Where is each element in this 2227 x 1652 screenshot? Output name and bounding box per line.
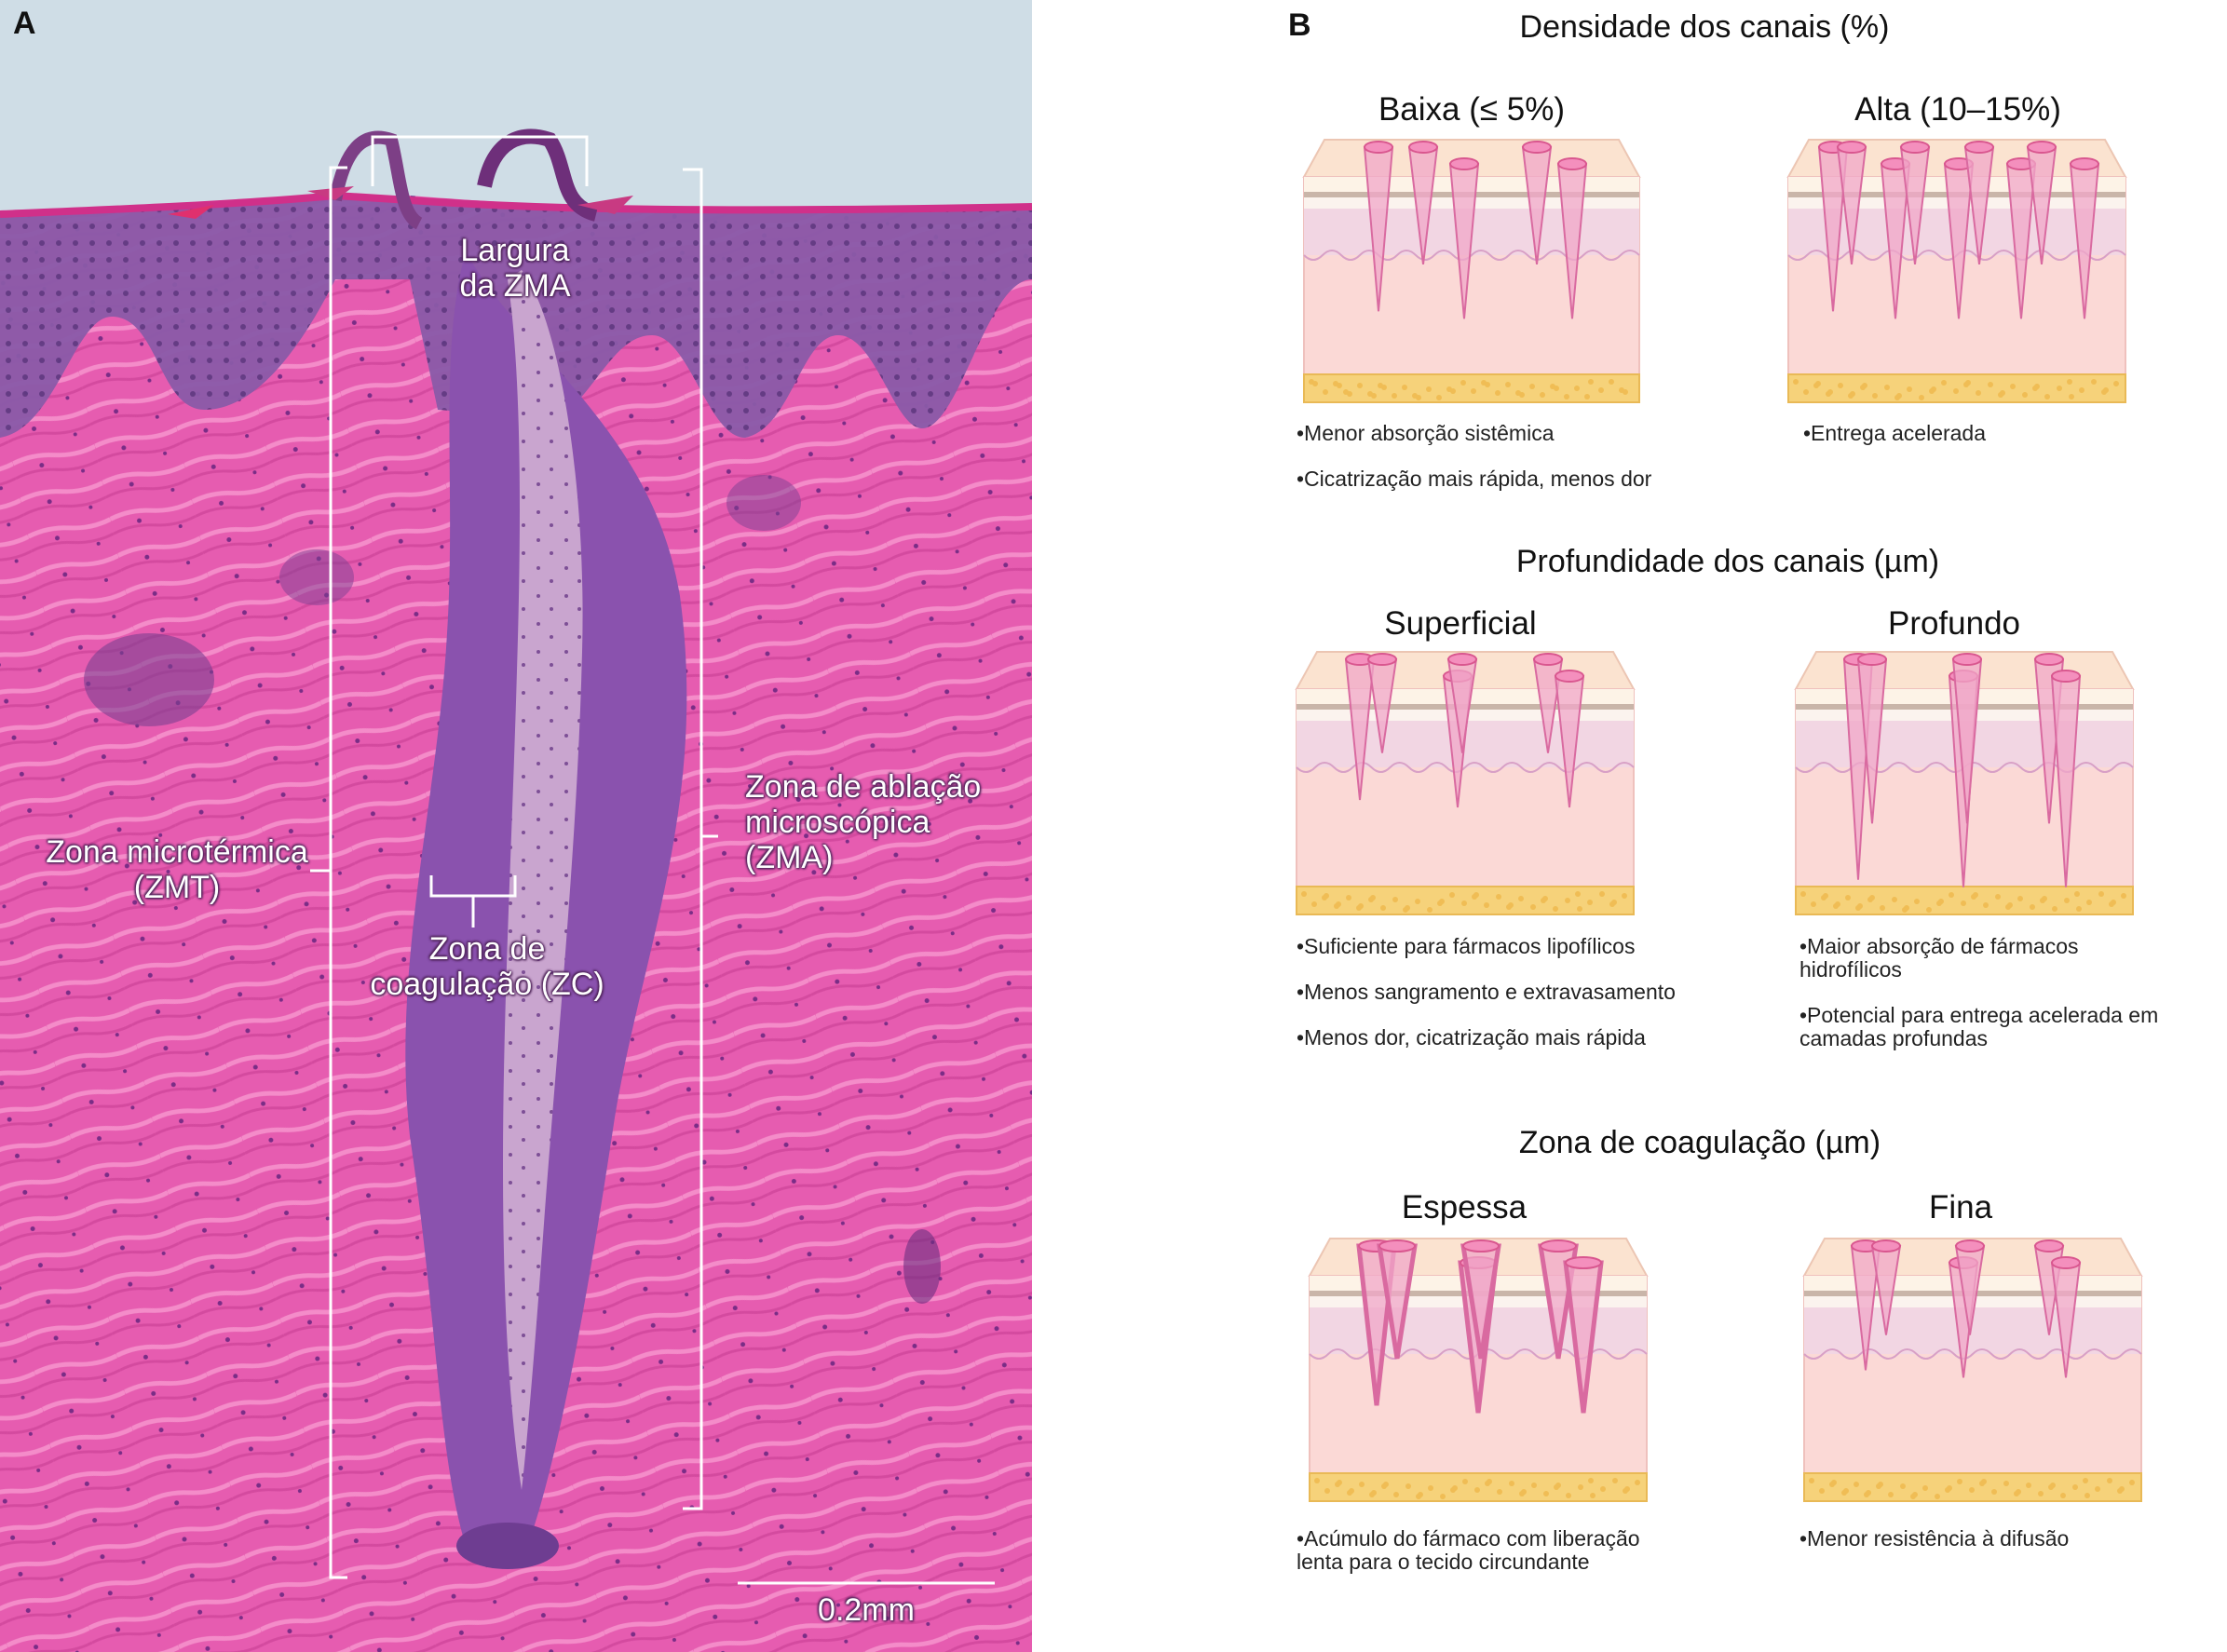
zma-line-1: Zona de ablação <box>745 769 982 805</box>
skin-block-low-density <box>1302 139 1641 403</box>
zma-width-line-1: Largura <box>460 233 570 268</box>
skin-block-thin <box>1802 1238 2143 1502</box>
bullet-superficial-1: •Suficiente para fármacos lipofílicos <box>1297 934 1636 958</box>
skin-block-high-density <box>1786 139 2127 403</box>
histology-panel: A Largura da ZMA Zona de ablação microsc… <box>0 0 1032 1652</box>
skin-block-superficial <box>1295 651 1636 915</box>
zma-width-label: Largura da ZMA <box>403 233 627 304</box>
zma-label: Zona de ablação microscópica (ZMA) <box>745 769 1025 875</box>
section-title-depth: Profundidade dos canais (µm) <box>1515 544 1940 579</box>
bullet-superficial-3: •Menos dor, cicatrização mais rápida <box>1297 1025 1646 1049</box>
scale-bar-label: 0.2mm <box>818 1592 915 1628</box>
bullet-thick-1: •Acúmulo do fármaco com liberação lenta … <box>1297 1526 1640 1574</box>
skin-block-thick <box>1308 1238 1649 1502</box>
bullet-low-density-2: •Cicatrização mais rápida, menos dor <box>1297 467 1652 491</box>
zc-label: Zona de coagulação (ZC) <box>357 931 618 1002</box>
panel-b-letter: B <box>1288 7 1311 43</box>
diagram-title-low-density: Baixa (≤ 5%) <box>1378 91 1566 128</box>
zmt-label: Zona microtérmica (ZMT) <box>37 834 317 905</box>
zma-width-line-2: da ZMA <box>459 268 571 304</box>
bullet-low-density-1: •Menor absorção sistêmica <box>1297 421 1555 445</box>
zmt-line-2: (ZMT) <box>133 870 221 905</box>
bullet-thin-1: •Menor resistência à difusão <box>1799 1526 2070 1550</box>
panel-a-letter: A <box>13 6 36 41</box>
section-title-coagulation: Zona de coagulação (µm) <box>1518 1125 1881 1160</box>
diagram-title-deep: Profundo <box>1887 605 2021 642</box>
skin-block-deep <box>1794 651 2135 915</box>
zmt-line-1: Zona microtérmica <box>46 834 308 870</box>
diagram-title-high-density: Alta (10–15%) <box>1854 91 2061 128</box>
diagram-title-superficial: Superficial <box>1384 605 1537 642</box>
diagram-title-thin: Fina <box>1928 1189 1993 1225</box>
bullet-deep-2: •Potencial para entrega acelerada em cam… <box>1799 1003 2159 1050</box>
bullet-superficial-2: •Menos sangramento e extravasamento <box>1297 980 1676 1004</box>
zma-line-2: microscópica <box>745 805 930 840</box>
diagram-title-thick: Espessa <box>1401 1189 1528 1225</box>
zc-line-2: coagulação (ZC) <box>370 967 604 1002</box>
section-title-density: Densidade dos canais (%) <box>1519 9 1890 45</box>
zma-line-3: (ZMA) <box>745 840 834 875</box>
histology-image <box>0 0 1032 1652</box>
bullet-deep-1: •Maior absorção de fármacos hidrofílicos <box>1799 934 2079 982</box>
bullet-high-density-1: •Entrega acelerada <box>1803 421 1987 445</box>
annotation-brackets <box>310 135 995 1585</box>
zc-line-1: Zona de <box>428 931 546 967</box>
